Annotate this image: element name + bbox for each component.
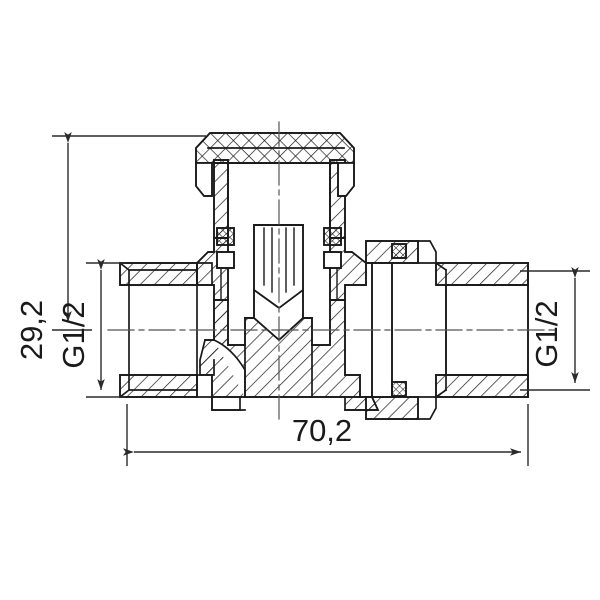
dim-g12-left-extension-lines bbox=[86, 262, 126, 398]
dim-29-2-extension-lines bbox=[52, 135, 206, 331]
valve-spindle bbox=[253, 224, 304, 310]
dim-label-length-overall: 70,2 bbox=[292, 413, 352, 448]
dim-label-height-overall: 29,2 bbox=[14, 300, 49, 360]
right-union-nut bbox=[365, 240, 437, 420]
dim-label-thread-right: G1/2 bbox=[529, 300, 564, 367]
plastic-cap bbox=[195, 132, 355, 197]
gland-seals bbox=[216, 227, 342, 301]
dim-label-thread-left: G1/2 bbox=[56, 301, 91, 368]
right-spigot bbox=[434, 261, 529, 399]
